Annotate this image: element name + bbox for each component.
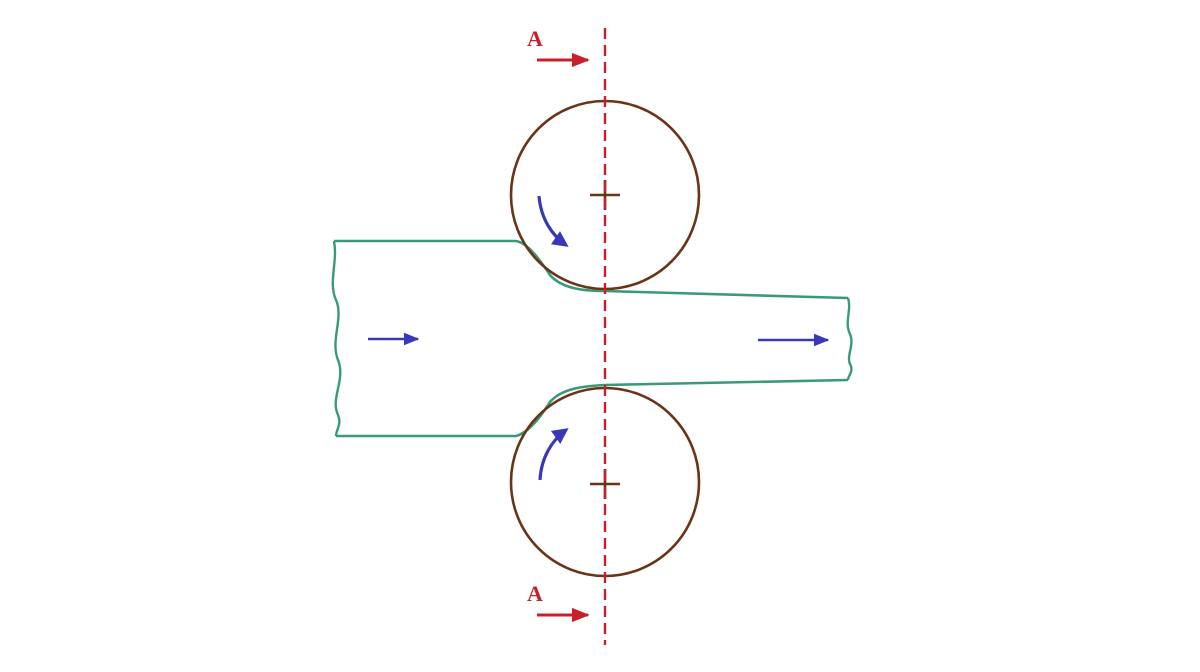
strip-left-break <box>331 240 342 437</box>
strip-top-edge <box>334 239 849 300</box>
clockwise-arrow-icon <box>537 195 569 247</box>
strip-bottom-edge <box>336 378 849 438</box>
section-marker-top: A <box>527 26 590 68</box>
section-label-bottom: A <box>527 581 543 606</box>
counterclockwise-arrow-icon <box>538 428 569 481</box>
section-marker-bottom: A <box>527 581 590 623</box>
strip-right-break <box>846 297 853 381</box>
top-roll <box>509 99 701 291</box>
section-label-top: A <box>527 26 543 51</box>
